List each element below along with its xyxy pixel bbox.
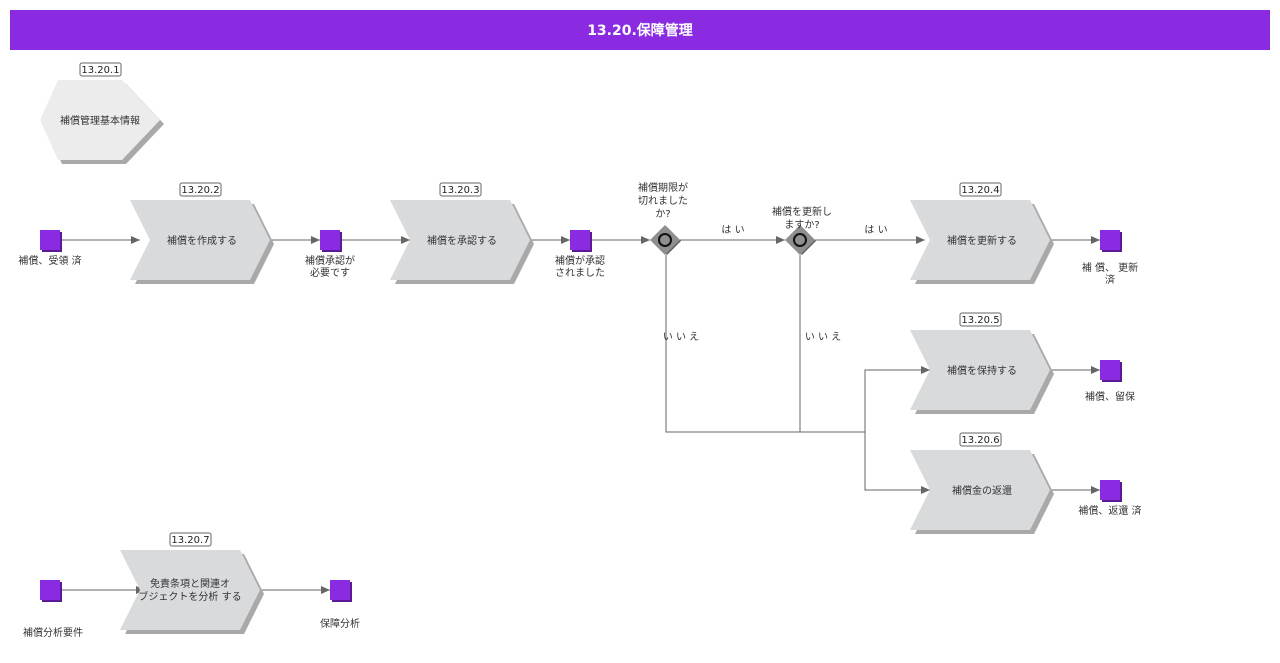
event-req-analysis[interactable]	[40, 580, 62, 602]
p5-shape	[910, 330, 1050, 410]
edge-gateway1-no	[665, 255, 865, 433]
edge-label-g2-yes: は い	[864, 224, 887, 236]
event-returned-label: 補償、返還 済	[1078, 504, 1141, 517]
edge-label-g1-yes: は い	[721, 224, 744, 236]
id-p7-text: 13.20.7	[171, 535, 209, 546]
p3-label: 補償を承認する	[427, 234, 497, 247]
event-start-label: 補償、受領 済	[18, 254, 81, 267]
event-retained-label: 補償、留保	[1085, 390, 1135, 403]
event-updated-label-1: 補 償、 更新	[1082, 261, 1138, 274]
process-p7[interactable]: 免責条項と関連オ ブジェクトを分析 する	[120, 550, 264, 634]
gateway-renew-label-1: 補償を更新し	[772, 205, 832, 218]
p3-shape	[390, 200, 530, 280]
id-badge-p5: 13.20.5	[959, 312, 1002, 327]
events	[40, 230, 1122, 602]
p6-label: 補償金の返還	[952, 484, 1012, 497]
edge-label-g1-no: い い え	[663, 331, 699, 343]
id-badge-p6: 13.20.6	[959, 432, 1002, 447]
p7-label-line1: 免責条項と関連オ	[150, 577, 230, 590]
event-required-label-2: 必要です	[310, 266, 350, 279]
process-p5[interactable]: 補償を保持する	[910, 330, 1054, 414]
process-p4[interactable]: 補償を更新する	[910, 200, 1054, 284]
event-labels: 補償、受領 済 補償承認が 必要です 補償が承認 されました 補 償、 更新 済…	[18, 254, 1141, 639]
event-analysis-label: 保障分析	[320, 617, 360, 630]
gateway-renew[interactable]: 補償を更新し ますか?	[772, 205, 832, 255]
process-p3[interactable]: 補償を承認する	[390, 200, 534, 284]
p5-label: 補償を保持する	[947, 364, 1017, 377]
event-required-label-1: 補償承認が	[305, 254, 355, 267]
event-updated[interactable]	[1100, 230, 1122, 252]
id-p1-text: 13.20.1	[81, 65, 119, 76]
event-req-analysis-label: 補償分析要件	[23, 626, 83, 639]
gateway-expired-label-2: 切れました	[638, 195, 688, 207]
id-badge-p2: 13.20.2	[179, 182, 222, 197]
event-updated-label-2: 済	[1105, 273, 1115, 286]
event-analysis[interactable]	[330, 580, 352, 602]
event-approved-label-1: 補償が承認	[555, 254, 605, 267]
event-approved[interactable]	[570, 230, 592, 252]
gateway-renew-label-2: ますか?	[784, 219, 819, 231]
process-p2[interactable]: 補償を作成する	[130, 200, 274, 284]
event-retained[interactable]	[1100, 360, 1122, 382]
process-p1[interactable]: 補償管理基本情報	[40, 80, 164, 164]
process-p6[interactable]: 補償金の返還	[910, 450, 1054, 534]
page-title: 13.20.保障管理	[10, 10, 1270, 50]
gateway-expired-label-1: 補償期限が	[638, 181, 688, 194]
id-badge-p7: 13.20.7	[169, 532, 212, 547]
gateway-renew-circle-icon	[793, 233, 807, 247]
gateway-expired-label-3: か?	[655, 208, 670, 220]
p7-label-line2: ブジェクトを分析 する	[138, 590, 241, 603]
id-p4-text: 13.20.4	[961, 185, 999, 196]
edge-labels: は い は い い い え い い え	[663, 224, 888, 343]
p2-shape	[130, 200, 270, 280]
p1-label: 補償管理基本情報	[60, 114, 140, 127]
connectors	[60, 236, 1100, 594]
edge-label-g2-no: い い え	[805, 331, 841, 343]
id-badge-p4: 13.20.4	[959, 182, 1002, 197]
event-approved-label-2: されました	[555, 267, 605, 279]
gateway-expired-circle-icon	[658, 233, 672, 247]
id-p2-text: 13.20.2	[181, 185, 219, 196]
id-badge-p3: 13.20.3	[439, 182, 482, 197]
edge-to-retain	[864, 366, 930, 432]
event-start[interactable]	[40, 230, 62, 252]
id-p5-text: 13.20.5	[961, 315, 999, 326]
gateway-expired[interactable]: 補償期限が 切れました か?	[638, 181, 688, 255]
id-p6-text: 13.20.6	[961, 435, 999, 446]
edge-to-return	[864, 432, 930, 494]
p4-label: 補償を更新する	[947, 234, 1017, 247]
event-returned[interactable]	[1100, 480, 1122, 502]
p2-label: 補償を作成する	[167, 234, 237, 247]
p6-shape	[910, 450, 1050, 530]
p1-shape	[40, 80, 160, 160]
id-p3-text: 13.20.3	[441, 185, 479, 196]
p4-shape	[910, 200, 1050, 280]
p7-shape	[120, 550, 260, 630]
event-required[interactable]	[320, 230, 342, 252]
id-badge-p1: 13.20.1	[79, 62, 122, 77]
